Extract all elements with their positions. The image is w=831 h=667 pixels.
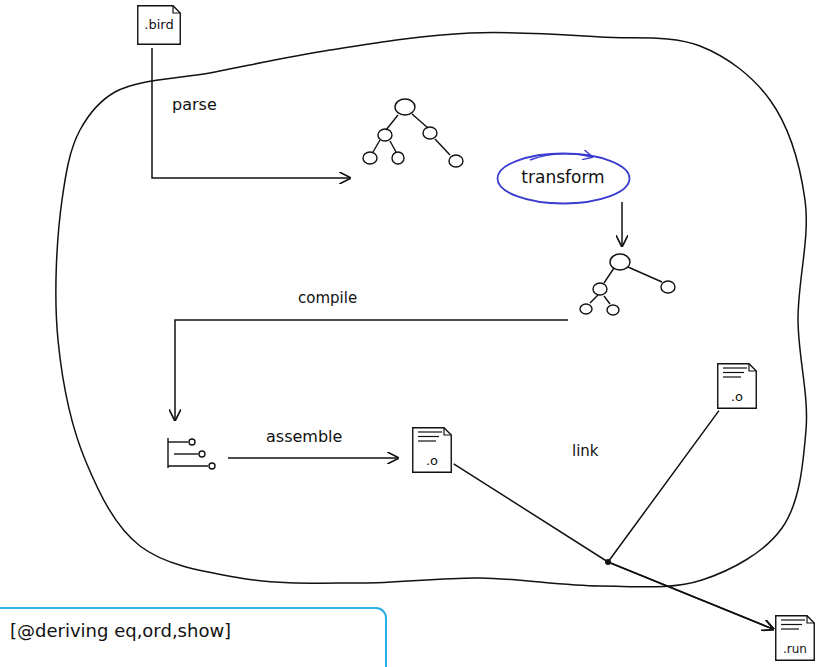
note-box [0,608,386,667]
file-fold [749,364,756,371]
syntax-tree [580,254,675,315]
step-label: link [572,443,599,460]
file-text-line [418,431,442,432]
executable-file: .run [775,615,815,661]
file-text-line [781,628,799,629]
file-outline [776,616,815,661]
step-label: parse [172,96,217,114]
node-text: [@deriving eq,ord,show] [10,621,231,642]
file-fold [444,428,451,435]
file-text-line [781,619,805,620]
source-file: .bird [137,5,181,45]
link-connector [608,411,773,630]
instruction-list [168,438,215,469]
object-file: .o [412,427,452,473]
node-text: .o [426,454,438,469]
file-outline [718,364,757,409]
step-label: assemble [266,428,342,446]
file-text-line [723,367,747,368]
step-label: compile [298,290,357,307]
transform-curl [530,154,592,160]
highlight-ellipse [497,153,629,203]
pipeline-cloud [56,32,807,586]
file-fold [807,616,814,623]
node-text: transform [521,168,604,188]
link-connector [454,464,773,629]
node-text: .o [731,390,743,405]
node-text: .bird [144,18,173,33]
assemble-arrow [228,457,398,459]
file-fold [173,6,180,13]
file-text-line [418,436,439,437]
annotation-box: [@deriving eq,ord,show] [0,607,387,667]
object-file: .o [717,363,757,409]
compile-arrow [175,320,568,420]
file-outline [413,428,452,473]
transform-step: transform [496,152,631,205]
file-outline [138,6,181,45]
parse-arrow [152,48,350,178]
file-text-line [723,372,744,373]
file-text-line [418,440,436,441]
transform-arrow [621,202,623,246]
node-text: .run [783,643,807,657]
file-text-line [723,376,741,377]
file-text-line [781,624,802,625]
syntax-tree [363,99,463,167]
